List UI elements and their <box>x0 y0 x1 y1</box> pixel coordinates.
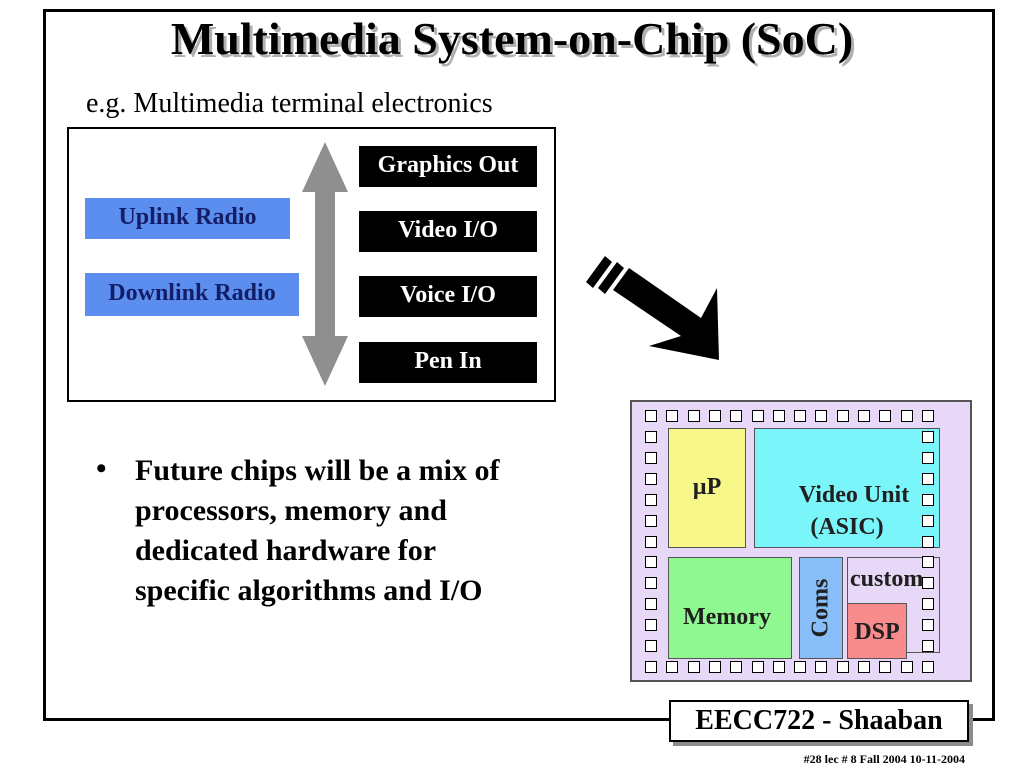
io-pad <box>921 451 934 464</box>
io-pad <box>836 661 849 673</box>
io-pad <box>879 661 892 673</box>
bullet-marker: • <box>96 452 107 485</box>
io-pad <box>921 640 934 653</box>
io-pad <box>921 472 934 485</box>
io-pad <box>836 410 849 422</box>
bidirectional-arrow-shape <box>302 142 348 386</box>
coms-block: Coms <box>799 557 843 659</box>
io-pad <box>687 661 700 673</box>
io-pad <box>900 661 913 673</box>
io-pad <box>921 577 934 590</box>
io-pad <box>645 556 657 569</box>
bullet-line: Future chips will be a mix of <box>135 454 500 487</box>
downlink-radio-block: Downlink Radio <box>85 273 299 316</box>
io-pad <box>751 661 764 673</box>
io-pad <box>921 556 934 569</box>
transform-arrow-icon <box>586 256 719 360</box>
io-pad <box>645 598 657 611</box>
io-pad <box>645 640 657 653</box>
memory-block: Memory <box>668 557 792 659</box>
io-pad <box>687 410 700 422</box>
terminal-diagram <box>67 127 556 402</box>
io-pad <box>858 410 870 422</box>
io-pad <box>772 661 785 673</box>
io-pad <box>730 410 743 422</box>
bullet-text: Future chips will be a mix of processors… <box>135 451 575 611</box>
io-pad <box>666 661 679 673</box>
coms-label: Coms <box>807 578 834 638</box>
io-pad <box>921 598 934 611</box>
dsp-block: DSP <box>847 603 907 659</box>
io-pad <box>921 493 934 506</box>
course-footer: EECC722 - Shaaban <box>669 700 969 742</box>
io-pad <box>708 410 721 422</box>
io-pad <box>921 661 934 673</box>
slide-title: Multimedia System-on-Chip (SoC) <box>170 13 854 64</box>
video-unit-block: Video Unit (ASIC) <box>754 428 940 548</box>
custom-label: custom <box>850 566 924 592</box>
voice-io-block: Voice I/O <box>359 276 537 317</box>
arrow-speed-line <box>598 262 624 294</box>
io-pad <box>645 493 657 506</box>
io-pad <box>708 661 721 673</box>
memory-label: Memory <box>683 604 771 630</box>
io-pad <box>645 410 657 422</box>
arrow-head-shape <box>613 268 719 360</box>
bullet-line: dedicated hardware for <box>135 534 437 567</box>
slide-subtitle: e.g. Multimedia terminal electronics <box>86 88 493 119</box>
io-pad <box>921 430 934 443</box>
video-unit-label: Video Unit <box>798 482 910 508</box>
slide-frame <box>43 9 995 721</box>
io-pad <box>645 661 657 673</box>
video-io-block: Video I/O <box>359 211 537 252</box>
io-pad <box>666 410 679 422</box>
soc-die: µP Video Unit (ASIC) Memory Coms custom … <box>630 400 972 682</box>
io-pad <box>921 410 934 422</box>
io-pad <box>879 410 892 422</box>
io-pad <box>751 410 764 422</box>
io-pad <box>921 535 934 548</box>
io-pad <box>921 514 934 527</box>
io-pad <box>794 661 807 673</box>
uplink-radio-block: Uplink Radio <box>85 198 290 239</box>
io-pad <box>900 410 913 422</box>
microprocessor-block: µP <box>668 428 746 548</box>
bus-arrow-icon <box>302 142 348 386</box>
io-pad <box>730 661 743 673</box>
io-pad <box>645 535 657 548</box>
video-unit-asic-label: (ASIC) <box>810 514 884 540</box>
io-pad <box>645 430 657 443</box>
graphics-out-block: Graphics Out <box>359 146 537 187</box>
io-pad <box>815 661 828 673</box>
bullet-line: specific algorithms and I/O <box>135 574 483 607</box>
io-pad <box>815 410 828 422</box>
io-pad <box>645 514 657 527</box>
io-pad <box>794 410 807 422</box>
io-pad <box>772 410 785 422</box>
arrow-speed-line <box>586 256 612 288</box>
io-pad <box>645 451 657 464</box>
io-pad <box>921 619 934 632</box>
pen-in-block: Pen In <box>359 342 537 383</box>
io-pad <box>645 577 657 590</box>
bullet-line: processors, memory and <box>135 494 447 527</box>
io-pad <box>645 472 657 485</box>
io-pad <box>645 619 657 632</box>
slide-meta: #28 lec # 8 Fall 2004 10-11-2004 <box>803 752 965 766</box>
io-pad <box>858 661 870 673</box>
